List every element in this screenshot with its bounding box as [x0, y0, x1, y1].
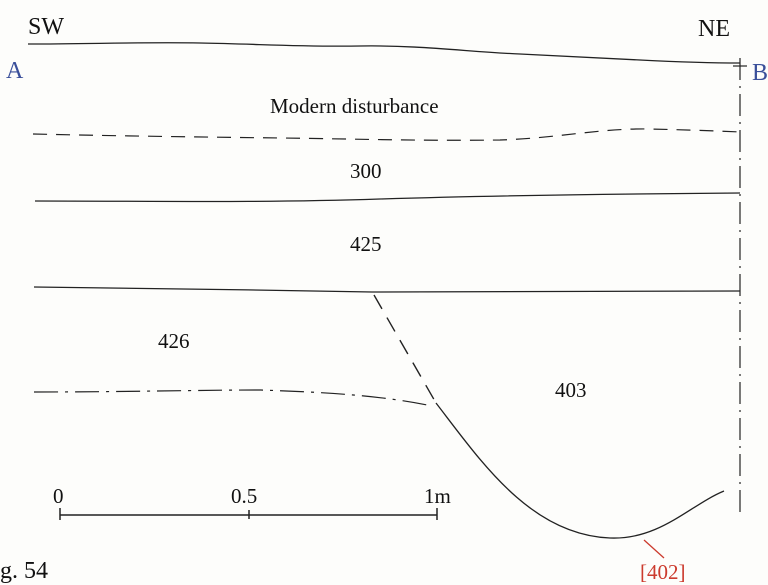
- cut-label-leader: [643, 539, 665, 559]
- layer-300-label: 300: [350, 159, 382, 183]
- cut-402-edge-dashed: [373, 294, 437, 404]
- scale-zero-label: 0: [53, 484, 64, 508]
- disturbance-boundary-dashed: [32, 128, 741, 141]
- layer-425-426-boundary: [33, 286, 741, 293]
- section-start-label: A: [6, 58, 24, 84]
- ground-surface-line: [27, 42, 741, 64]
- figure-label: g. 54: [0, 558, 48, 584]
- layer-425-label: 425: [350, 232, 382, 256]
- compass-ne-label: NE: [698, 16, 730, 42]
- scale-bar: [59, 508, 438, 520]
- section-end-label: B: [752, 60, 768, 86]
- cut-402-label: [402]: [640, 560, 686, 584]
- scale-half-label: 0.5: [231, 484, 257, 508]
- layer-426-dashdot-boundary: [33, 389, 433, 407]
- compass-sw-label: SW: [28, 14, 64, 40]
- layer-403-label: 403: [555, 378, 587, 402]
- cut-402-edge-solid: [435, 402, 725, 539]
- layer-modern-disturbance-label: Modern disturbance: [270, 94, 439, 118]
- scale-one-label: 1m: [424, 484, 451, 508]
- layer-300-425-boundary: [34, 192, 741, 203]
- layer-426-label: 426: [158, 329, 190, 353]
